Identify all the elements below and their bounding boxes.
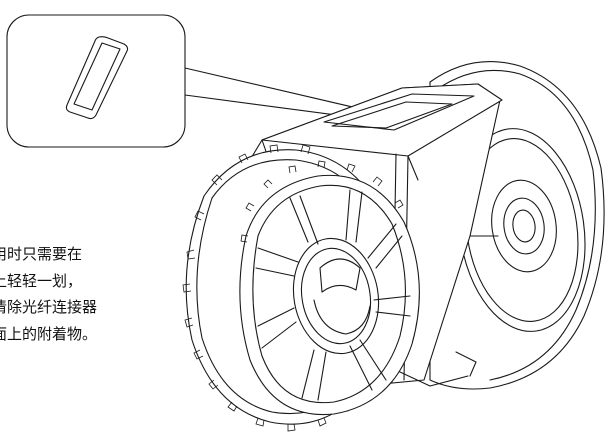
front-hub: [239, 160, 420, 416]
cleaning-strip: [65, 36, 129, 120]
callout-box: [6, 14, 186, 148]
caption-line-1: 用时只需要在: [0, 245, 83, 263]
caption-line-3: 清除光纤连接器: [0, 298, 98, 316]
caption-line-4: 面上的附着物。: [0, 324, 98, 343]
usage-caption: 用时只需要在 上轻轻一划， 清除光纤连接器 面上的附着物。: [0, 241, 170, 347]
caption-line-2: 上轻轻一划，: [0, 271, 83, 290]
